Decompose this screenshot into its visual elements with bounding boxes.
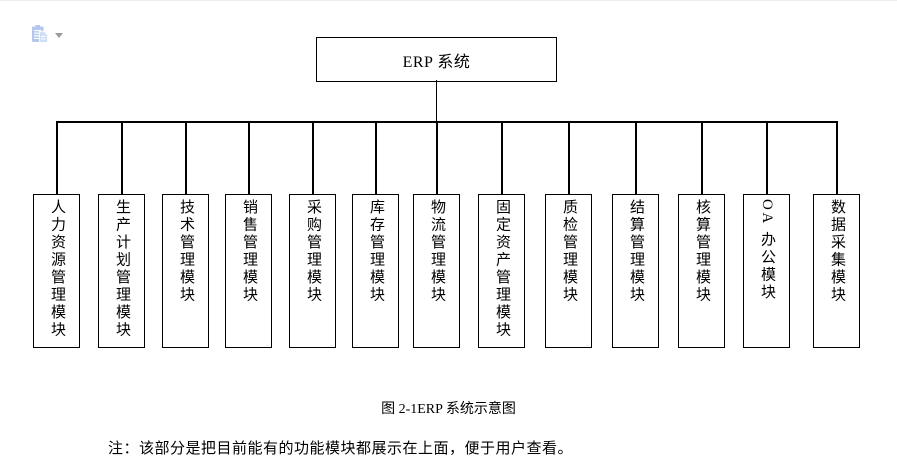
module-node-quality-inspection: 质检管理模块 <box>545 194 592 348</box>
dropdown-arrow-icon <box>55 33 63 38</box>
module-label: 质检管理模块 <box>561 199 577 304</box>
module-label: 库存管理模块 <box>368 199 384 304</box>
connector-drop-3 <box>185 121 187 195</box>
module-node-logistics: 物流管理模块 <box>413 194 460 348</box>
module-label: OA 办公模块 <box>759 199 775 302</box>
connector-root-vertical <box>435 80 438 123</box>
root-node-erp-system: ERP 系统 <box>316 37 557 82</box>
connector-drop-10 <box>635 121 637 195</box>
module-node-production-planning: 生产计划管理模块 <box>98 194 145 348</box>
module-label: 生产计划管理模块 <box>114 199 130 339</box>
module-node-oa-office: OA 办公模块 <box>743 194 790 348</box>
module-node-technology: 技术管理模块 <box>162 194 209 348</box>
module-label: 结算管理模块 <box>628 199 644 304</box>
root-node-label: ERP 系统 <box>402 53 471 71</box>
module-label: 固定资产管理模块 <box>494 199 510 339</box>
connector-horizontal-bus <box>56 121 838 123</box>
connector-drop-5 <box>312 121 314 195</box>
connector-drop-2 <box>121 121 123 195</box>
figure-note: 注：该部分是把目前能有的功能模块都展示在上面，便于用户查看。 <box>108 441 574 457</box>
figure-caption: 图 2-1ERP 系统示意图 <box>381 402 516 417</box>
module-node-accounting: 核算管理模块 <box>678 194 725 348</box>
connector-drop-7 <box>436 121 438 195</box>
module-label: 数据采集模块 <box>829 199 845 304</box>
module-label: 核算管理模块 <box>694 199 710 304</box>
connector-drop-6 <box>375 121 377 195</box>
module-label: 物流管理模块 <box>429 199 445 304</box>
module-label: 销售管理模块 <box>241 199 257 304</box>
connector-drop-11 <box>701 121 703 195</box>
module-node-fixed-assets: 固定资产管理模块 <box>478 194 525 348</box>
module-label: 采购管理模块 <box>305 199 321 304</box>
connector-drop-12 <box>766 121 768 195</box>
module-node-settlement: 结算管理模块 <box>612 194 659 348</box>
module-label: 人力资源管理模块 <box>49 199 65 339</box>
module-node-data-collection: 数据采集模块 <box>813 194 860 348</box>
connector-drop-9 <box>568 121 570 195</box>
module-node-hr: 人力资源管理模块 <box>33 194 80 348</box>
connector-drop-1 <box>56 121 58 195</box>
module-node-procurement: 采购管理模块 <box>289 194 336 348</box>
module-node-inventory: 库存管理模块 <box>352 194 399 348</box>
paste-options-icon <box>32 25 48 43</box>
connector-drop-13 <box>836 121 838 195</box>
module-label: 技术管理模块 <box>178 199 194 304</box>
paste-options-button[interactable] <box>31 24 63 43</box>
module-node-sales: 销售管理模块 <box>225 194 272 348</box>
connector-drop-4 <box>248 121 250 195</box>
connector-drop-8 <box>501 121 503 195</box>
